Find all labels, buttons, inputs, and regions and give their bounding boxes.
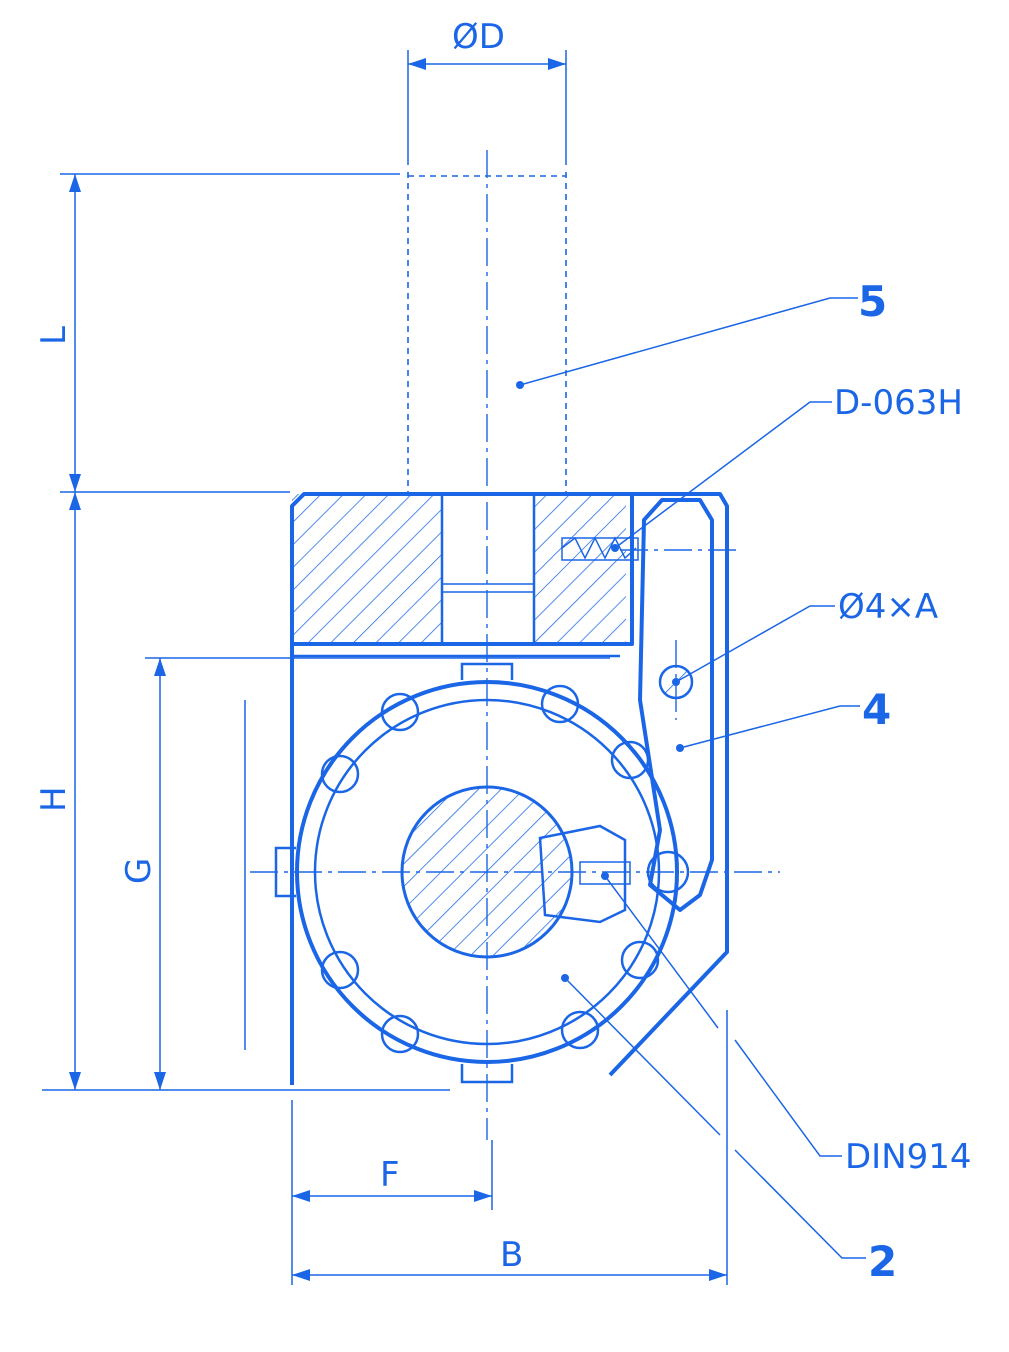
upper-block [290,492,639,646]
wheel-notches [274,662,690,1084]
label-f: F [380,1155,400,1195]
dimensions [42,50,728,1285]
label-spring: D-063H [834,383,963,423]
pawl [620,498,740,912]
label-part-5: 5 [858,277,887,326]
label-part-4: 4 [862,685,891,734]
label-g: G [119,858,159,884]
label-pin: Ø4×A [838,587,938,627]
label-l: L [34,326,74,345]
ratchet-wheel [244,680,780,1064]
label-diameter-d: ØD [452,17,505,57]
leaders [516,297,866,1259]
label-part-2: 2 [868,1237,897,1286]
housing-outline [290,492,729,1085]
label-b: B [500,1235,523,1275]
label-screw: DIN914 [845,1137,972,1177]
label-h: H [34,786,74,812]
